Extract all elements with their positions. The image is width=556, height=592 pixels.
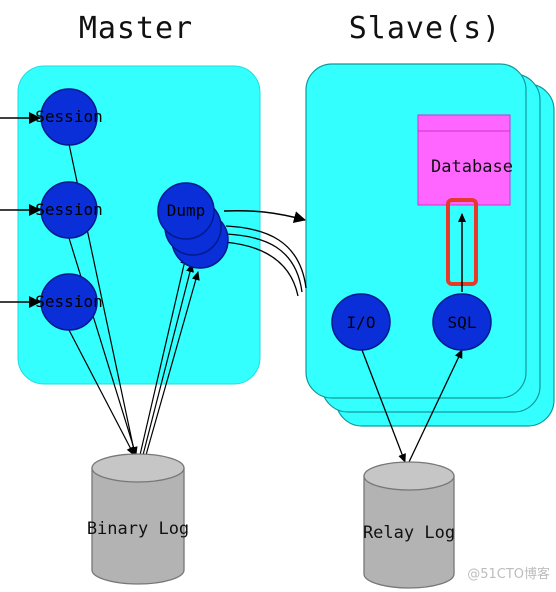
session-node-1: Session	[35, 88, 103, 146]
dump-to-slave-line-3	[223, 241, 299, 297]
database-box	[417, 114, 511, 206]
binary-log-label: Binary Log	[87, 519, 189, 539]
session-3-to-binlog	[68, 329, 135, 456]
relay-log-label: Relay Log	[363, 523, 455, 543]
binlog-to-dump-3	[145, 271, 200, 456]
session-label-3: Session	[35, 292, 102, 311]
session-node-3: Session	[35, 273, 103, 331]
io-to-relaylog	[361, 349, 406, 463]
slave-panel	[305, 63, 527, 399]
io-thread-node: I/O	[331, 293, 391, 351]
session-label-1: Session	[35, 107, 102, 126]
io-thread-label: I/O	[347, 313, 376, 332]
relaylog-to-sql	[408, 349, 463, 463]
session-node-2: Session	[35, 181, 103, 239]
binlog-to-dump-1	[139, 255, 189, 456]
dump-to-slave-arrow	[223, 210, 306, 223]
dump-to-slave-line-1	[225, 225, 307, 289]
dump-to-slave-line-2	[225, 233, 303, 293]
slave-title: Slave(s)	[349, 11, 502, 46]
master-title: Master	[79, 11, 193, 46]
dump-label: Dump	[167, 201, 206, 220]
relay-log-cylinder: Relay Log	[363, 461, 455, 589]
session-2-to-binlog	[68, 237, 138, 456]
dump-node: Dump	[157, 182, 229, 269]
session-label-2: Session	[35, 200, 102, 219]
binary-log-cylinder: Binary Log	[87, 453, 189, 585]
sql-thread-label: SQL	[448, 313, 477, 332]
watermark: @51CTO博客	[467, 566, 550, 582]
binlog-to-dump-2	[142, 263, 194, 456]
sql-thread-node: SQL	[432, 293, 492, 351]
database-label: Database	[431, 157, 513, 177]
